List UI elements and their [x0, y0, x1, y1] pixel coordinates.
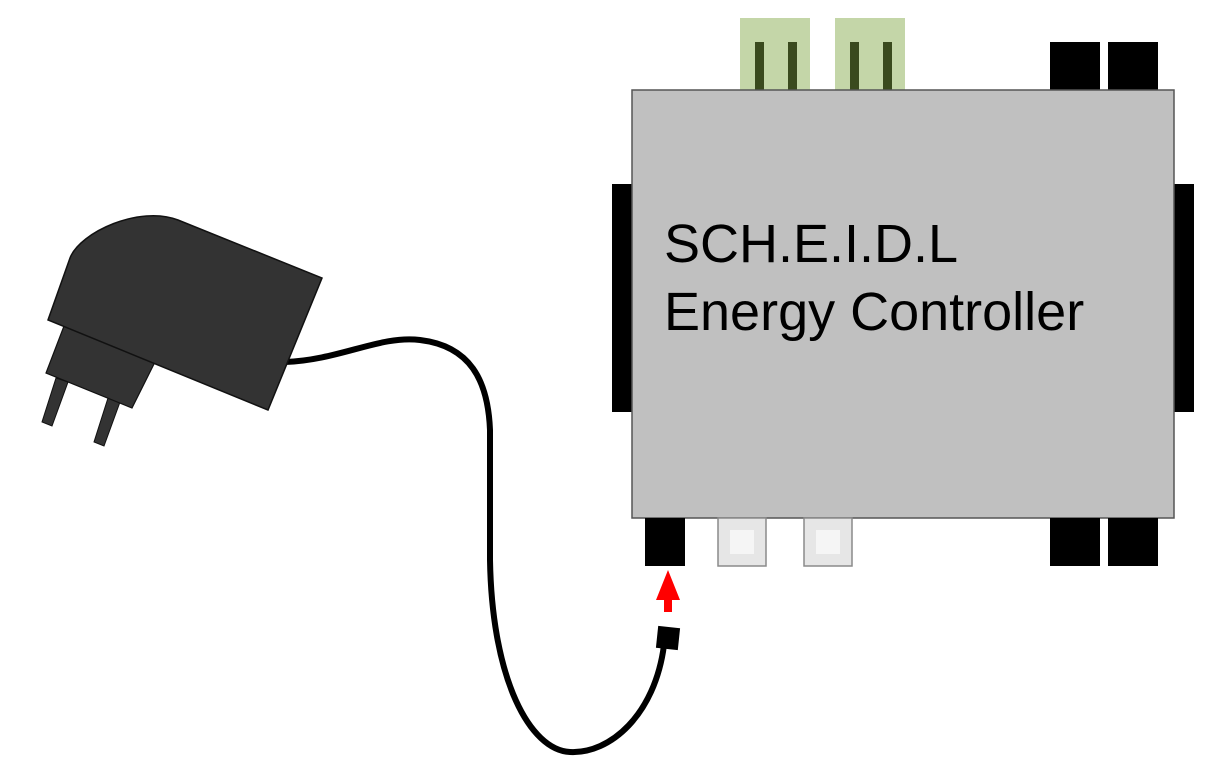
terminal-block-left [740, 18, 810, 90]
top-connector-2 [1108, 42, 1158, 92]
power-input-port [645, 518, 685, 566]
power-adapter [41, 215, 323, 447]
bottom-connector-1 [1050, 518, 1100, 566]
adapter-prong-right [93, 397, 121, 447]
power-cable [282, 336, 667, 756]
adapter-prong-left [41, 377, 69, 427]
device-name-line-1: SCH.E.I.D.L [664, 214, 958, 274]
barrel-plug [655, 625, 681, 651]
left-side-rail [612, 184, 634, 412]
usb-port-2 [803, 517, 853, 567]
device-body [631, 89, 1175, 519]
terminal-block-right [835, 18, 905, 90]
usb-port-1 [717, 517, 767, 567]
device-name-line-2: Energy Controller [664, 282, 1084, 342]
adapter-body [47, 215, 323, 411]
top-connector-1 [1050, 42, 1100, 92]
right-side-rail [1172, 184, 1194, 412]
bottom-connector-2 [1108, 518, 1158, 566]
insert-arrow-icon [656, 570, 680, 612]
